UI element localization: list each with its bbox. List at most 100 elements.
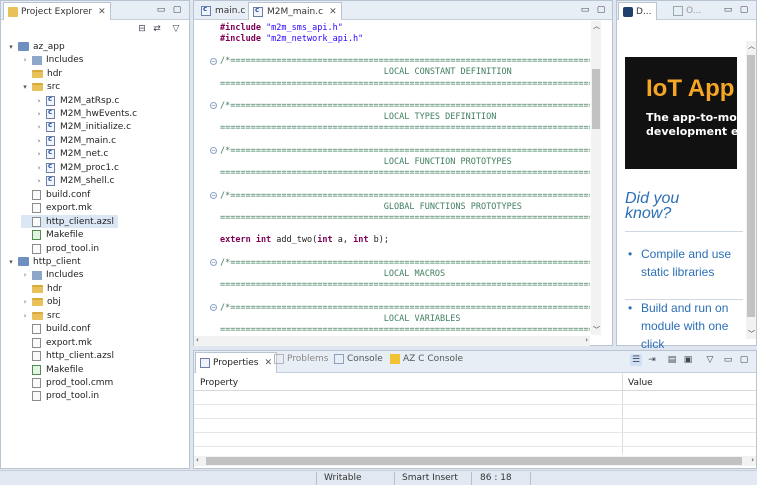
minimize-icon[interactable]: ▭ bbox=[156, 5, 166, 15]
code-line[interactable]: /*======================================… bbox=[220, 302, 590, 313]
code-line[interactable]: GLOBAL FUNCTIONS PROTOTYPES bbox=[220, 201, 522, 212]
code-line[interactable]: ========================================… bbox=[220, 280, 590, 291]
tip-item[interactable]: • Compile and use static libraries bbox=[628, 245, 741, 281]
properties-horizontal-scrollbar[interactable]: ‹ › bbox=[194, 456, 756, 466]
tree-item[interactable]: ›M2M_net.c bbox=[35, 148, 108, 162]
collapsed-chevron-icon[interactable]: › bbox=[37, 177, 41, 186]
code-line[interactable]: LOCAL FUNCTION PROTOTYPES bbox=[220, 156, 512, 167]
tree-item[interactable]: export.mk bbox=[21, 336, 92, 350]
fold-toggle-icon[interactable]: − bbox=[210, 147, 217, 155]
collapsed-chevron-icon[interactable]: › bbox=[37, 163, 41, 172]
scroll-up-icon[interactable]: ︿ bbox=[748, 42, 755, 50]
tab-az-c-console[interactable]: AZ C Console bbox=[390, 354, 463, 364]
tree-item[interactable]: ›M2M_proc1.c bbox=[35, 161, 119, 175]
tree-item[interactable]: ▾http_client bbox=[7, 255, 80, 269]
tree-item[interactable]: prod_tool.cmm bbox=[21, 376, 113, 390]
collapse-all-icon[interactable]: ⊟ bbox=[138, 24, 146, 34]
tree-item[interactable]: ▾az_app bbox=[7, 40, 64, 54]
banner-image[interactable]: IoT App The app-to-modu development env bbox=[625, 57, 737, 169]
fold-toggle-icon[interactable]: − bbox=[210, 192, 217, 199]
column-divider[interactable] bbox=[622, 374, 623, 454]
tree-item[interactable]: ›obj bbox=[21, 296, 61, 310]
tree-item[interactable]: hdr bbox=[21, 67, 62, 81]
code-line[interactable]: /*======================================… bbox=[220, 56, 590, 67]
tree-item[interactable]: prod_tool.in bbox=[21, 242, 99, 256]
minimize-icon[interactable]: ▭ bbox=[723, 355, 733, 365]
scroll-down-icon[interactable]: ﹀ bbox=[593, 326, 600, 334]
tree-item[interactable]: ▾src bbox=[21, 80, 60, 94]
editor-horizontal-scrollbar[interactable]: ‹ › bbox=[194, 336, 590, 346]
maximize-icon[interactable]: ▢ bbox=[739, 355, 749, 365]
tree-item[interactable]: hdr bbox=[21, 282, 62, 296]
status-insert-mode[interactable]: Smart Insert bbox=[402, 473, 458, 483]
tree-item[interactable]: http_client.azsl bbox=[21, 214, 118, 229]
code-line[interactable]: ========================================… bbox=[220, 78, 590, 89]
expanded-chevron-icon[interactable]: ▾ bbox=[9, 257, 13, 266]
collapsed-chevron-icon[interactable]: › bbox=[37, 110, 41, 118]
tree-item[interactable]: ›Includes bbox=[21, 269, 84, 283]
maximize-icon[interactable]: ▢ bbox=[739, 5, 749, 15]
tree-item[interactable]: ›M2M_shell.c bbox=[35, 175, 115, 189]
tree-item[interactable]: http_client.azsl bbox=[21, 349, 114, 363]
collapsed-chevron-icon[interactable]: › bbox=[37, 150, 41, 159]
advanced-icon[interactable]: ⇥ bbox=[648, 355, 656, 365]
tab-m2m-main-c[interactable]: M2M_main.c ✕ bbox=[248, 2, 342, 20]
collapsed-chevron-icon[interactable]: › bbox=[23, 56, 27, 65]
code-line[interactable]: LOCAL MACROS bbox=[220, 268, 445, 279]
tab-project-explorer[interactable]: Project Explorer ✕ bbox=[3, 2, 111, 20]
right-vertical-scrollbar[interactable]: ︿ ﹀ bbox=[746, 41, 756, 339]
code-line[interactable]: /*======================================… bbox=[220, 145, 590, 156]
code-line[interactable]: ========================================… bbox=[220, 123, 590, 134]
close-icon[interactable]: ✕ bbox=[329, 6, 337, 17]
collapsed-chevron-icon[interactable]: › bbox=[23, 311, 27, 320]
scroll-right-icon[interactable]: › bbox=[751, 456, 754, 464]
maximize-icon[interactable]: ▢ bbox=[172, 5, 182, 15]
fold-toggle-icon[interactable]: − bbox=[210, 304, 217, 311]
code-line[interactable]: ========================================… bbox=[220, 324, 590, 335]
tree-item[interactable]: ›M2M_main.c bbox=[35, 134, 116, 148]
tree-item[interactable]: ›src bbox=[21, 309, 61, 323]
code-line[interactable]: /*======================================… bbox=[220, 100, 590, 111]
tab-main-c[interactable]: main.c bbox=[197, 2, 249, 20]
tab-o[interactable]: O... bbox=[669, 2, 705, 20]
tree-item[interactable]: Makefile bbox=[21, 363, 83, 377]
tree-item[interactable]: ›Includes bbox=[21, 53, 84, 67]
tab-console[interactable]: Console bbox=[334, 354, 383, 364]
code-line[interactable]: LOCAL VARIABLES bbox=[220, 313, 461, 324]
scroll-up-icon[interactable]: ︿ bbox=[593, 22, 600, 30]
maximize-icon[interactable]: ▢ bbox=[596, 5, 606, 15]
code-line[interactable]: /*======================================… bbox=[220, 190, 590, 201]
scroll-down-icon[interactable]: ﹀ bbox=[748, 330, 755, 338]
tree-item[interactable]: ›M2M_initialize.c bbox=[35, 121, 131, 135]
scroll-thumb[interactable] bbox=[747, 55, 755, 317]
code-line[interactable]: #include "m2m_sms_api.h" bbox=[220, 22, 343, 33]
code-line[interactable]: ========================================… bbox=[220, 212, 590, 223]
collapsed-chevron-icon[interactable]: › bbox=[37, 96, 41, 105]
code-line[interactable]: /*======================================… bbox=[220, 257, 590, 268]
code-line[interactable]: extern int add_two(int a, int b); bbox=[220, 235, 389, 246]
link-editor-icon[interactable]: ⇄ bbox=[153, 24, 161, 34]
expanded-chevron-icon[interactable]: ▾ bbox=[23, 83, 27, 92]
expanded-chevron-icon[interactable]: ▾ bbox=[9, 42, 13, 51]
scroll-thumb[interactable] bbox=[592, 69, 600, 129]
new-view-icon[interactable]: ▣ bbox=[683, 355, 693, 365]
scroll-thumb[interactable] bbox=[206, 457, 742, 465]
collapsed-chevron-icon[interactable]: › bbox=[37, 136, 41, 145]
categories-icon[interactable]: ☰ bbox=[630, 354, 642, 366]
close-icon[interactable]: ✕ bbox=[98, 6, 106, 17]
collapsed-chevron-icon[interactable]: › bbox=[23, 271, 27, 280]
minimize-icon[interactable]: ▭ bbox=[723, 5, 733, 15]
tree-item[interactable]: prod_tool.in bbox=[21, 390, 99, 404]
scroll-left-icon[interactable]: ‹ bbox=[196, 336, 199, 344]
close-icon[interactable]: ✕ bbox=[264, 358, 273, 368]
fold-toggle-icon[interactable]: − bbox=[210, 259, 217, 267]
tree-item[interactable]: ›M2M_hwEvents.c bbox=[35, 107, 137, 121]
collapsed-chevron-icon[interactable]: › bbox=[23, 298, 27, 307]
code-line[interactable]: LOCAL CONSTANT DEFINITION bbox=[220, 67, 512, 78]
code-line[interactable]: #include "m2m_network_api.h" bbox=[220, 33, 363, 44]
column-header-value[interactable]: Value bbox=[628, 378, 653, 388]
tree-item[interactable]: Makefile bbox=[21, 228, 83, 242]
tree-item[interactable]: export.mk bbox=[21, 201, 92, 215]
tree-item[interactable]: build.conf bbox=[21, 188, 90, 202]
tree-item[interactable]: ›M2M_atRsp.c bbox=[35, 94, 119, 108]
